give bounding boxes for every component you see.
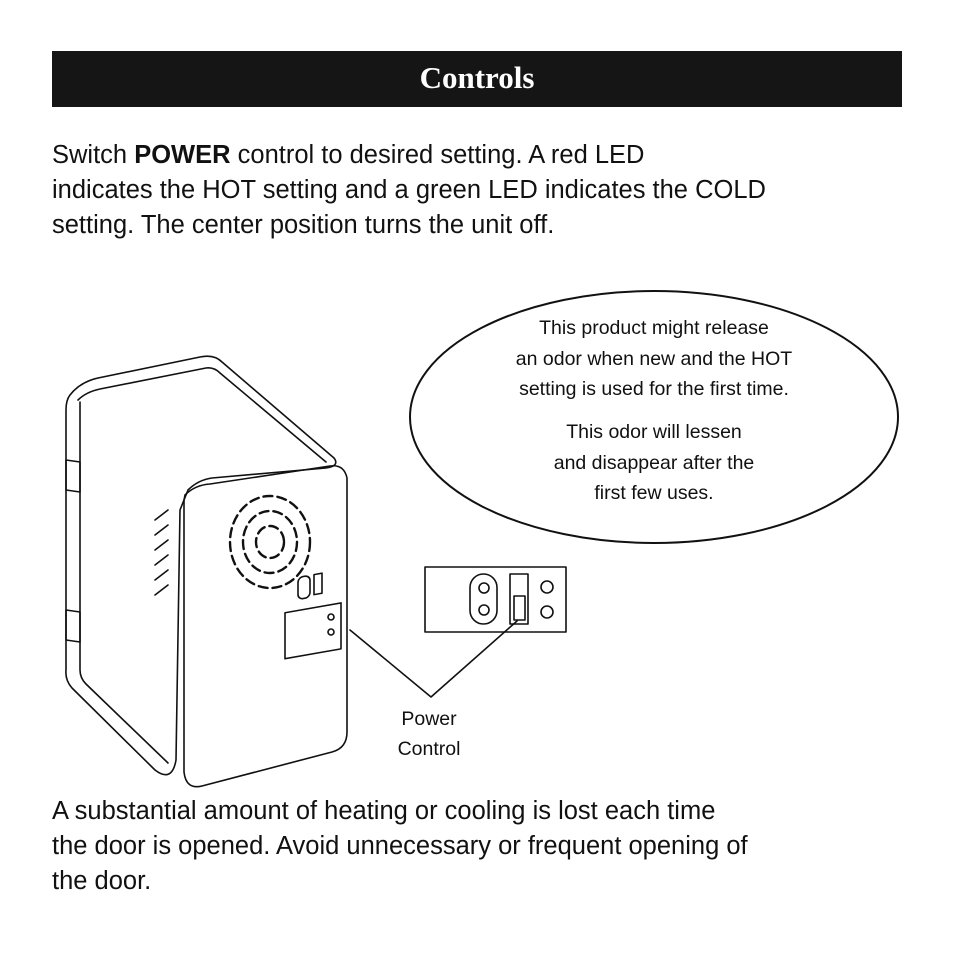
closing-paragraph: A substantial amount of heating or cooli… [52, 794, 912, 899]
odor-line-6: first few uses. [594, 482, 714, 504]
odor-line-1: This product might release [539, 317, 769, 339]
pointer-line [349, 620, 518, 698]
intro-line-1-prefix: Switch [52, 141, 135, 169]
intro-paragraph: Switch POWER control to desired setting.… [52, 138, 912, 243]
intro-line-3: setting. The center position turns the u… [52, 211, 555, 239]
closing-line-1: A substantial amount of heating or cooli… [52, 797, 716, 825]
power-control-label-line-1: Power [401, 708, 457, 730]
intro-line-1-suffix: control to desired setting. A red LED [230, 141, 645, 169]
section-title: Controls [419, 60, 535, 95]
odor-notice-part-2: This odor will lessen and disappear afte… [430, 417, 878, 509]
closing-line-3: the door. [52, 867, 152, 895]
unit-control-panel [284, 572, 342, 660]
power-control-label-line-2: Control [397, 738, 461, 760]
cooler-door-seam [79, 401, 169, 764]
odor-line-4: This odor will lessen [566, 421, 742, 443]
odor-notice-bubble [409, 290, 899, 544]
odor-line-2: an odor when new and the HOT [515, 347, 793, 370]
fan-grill [228, 494, 312, 590]
odor-line-3: setting is used for the first time. [519, 378, 789, 400]
intro-line-1: Switch POWER control to desired setting.… [52, 138, 912, 173]
closing-line-2: the door is opened. Avoid unnecessary or… [52, 832, 748, 860]
power-control-label: Power Control [380, 704, 478, 764]
hinge-top [65, 459, 81, 493]
intro-line-2: indicates the HOT setting and a green LE… [52, 176, 766, 204]
cooler-front-face [183, 464, 348, 788]
side-vents [154, 509, 169, 596]
odor-line-5: and disappear after the [553, 451, 755, 474]
odor-notice-part-1: This product might release an odor when … [430, 313, 878, 405]
cooler-door [65, 355, 337, 776]
hinge-bottom [65, 609, 81, 643]
section-header: Controls [52, 51, 902, 107]
cooler-door-edge [77, 367, 327, 463]
control-panel-detail [424, 566, 567, 633]
power-keyword: POWER [134, 141, 231, 169]
